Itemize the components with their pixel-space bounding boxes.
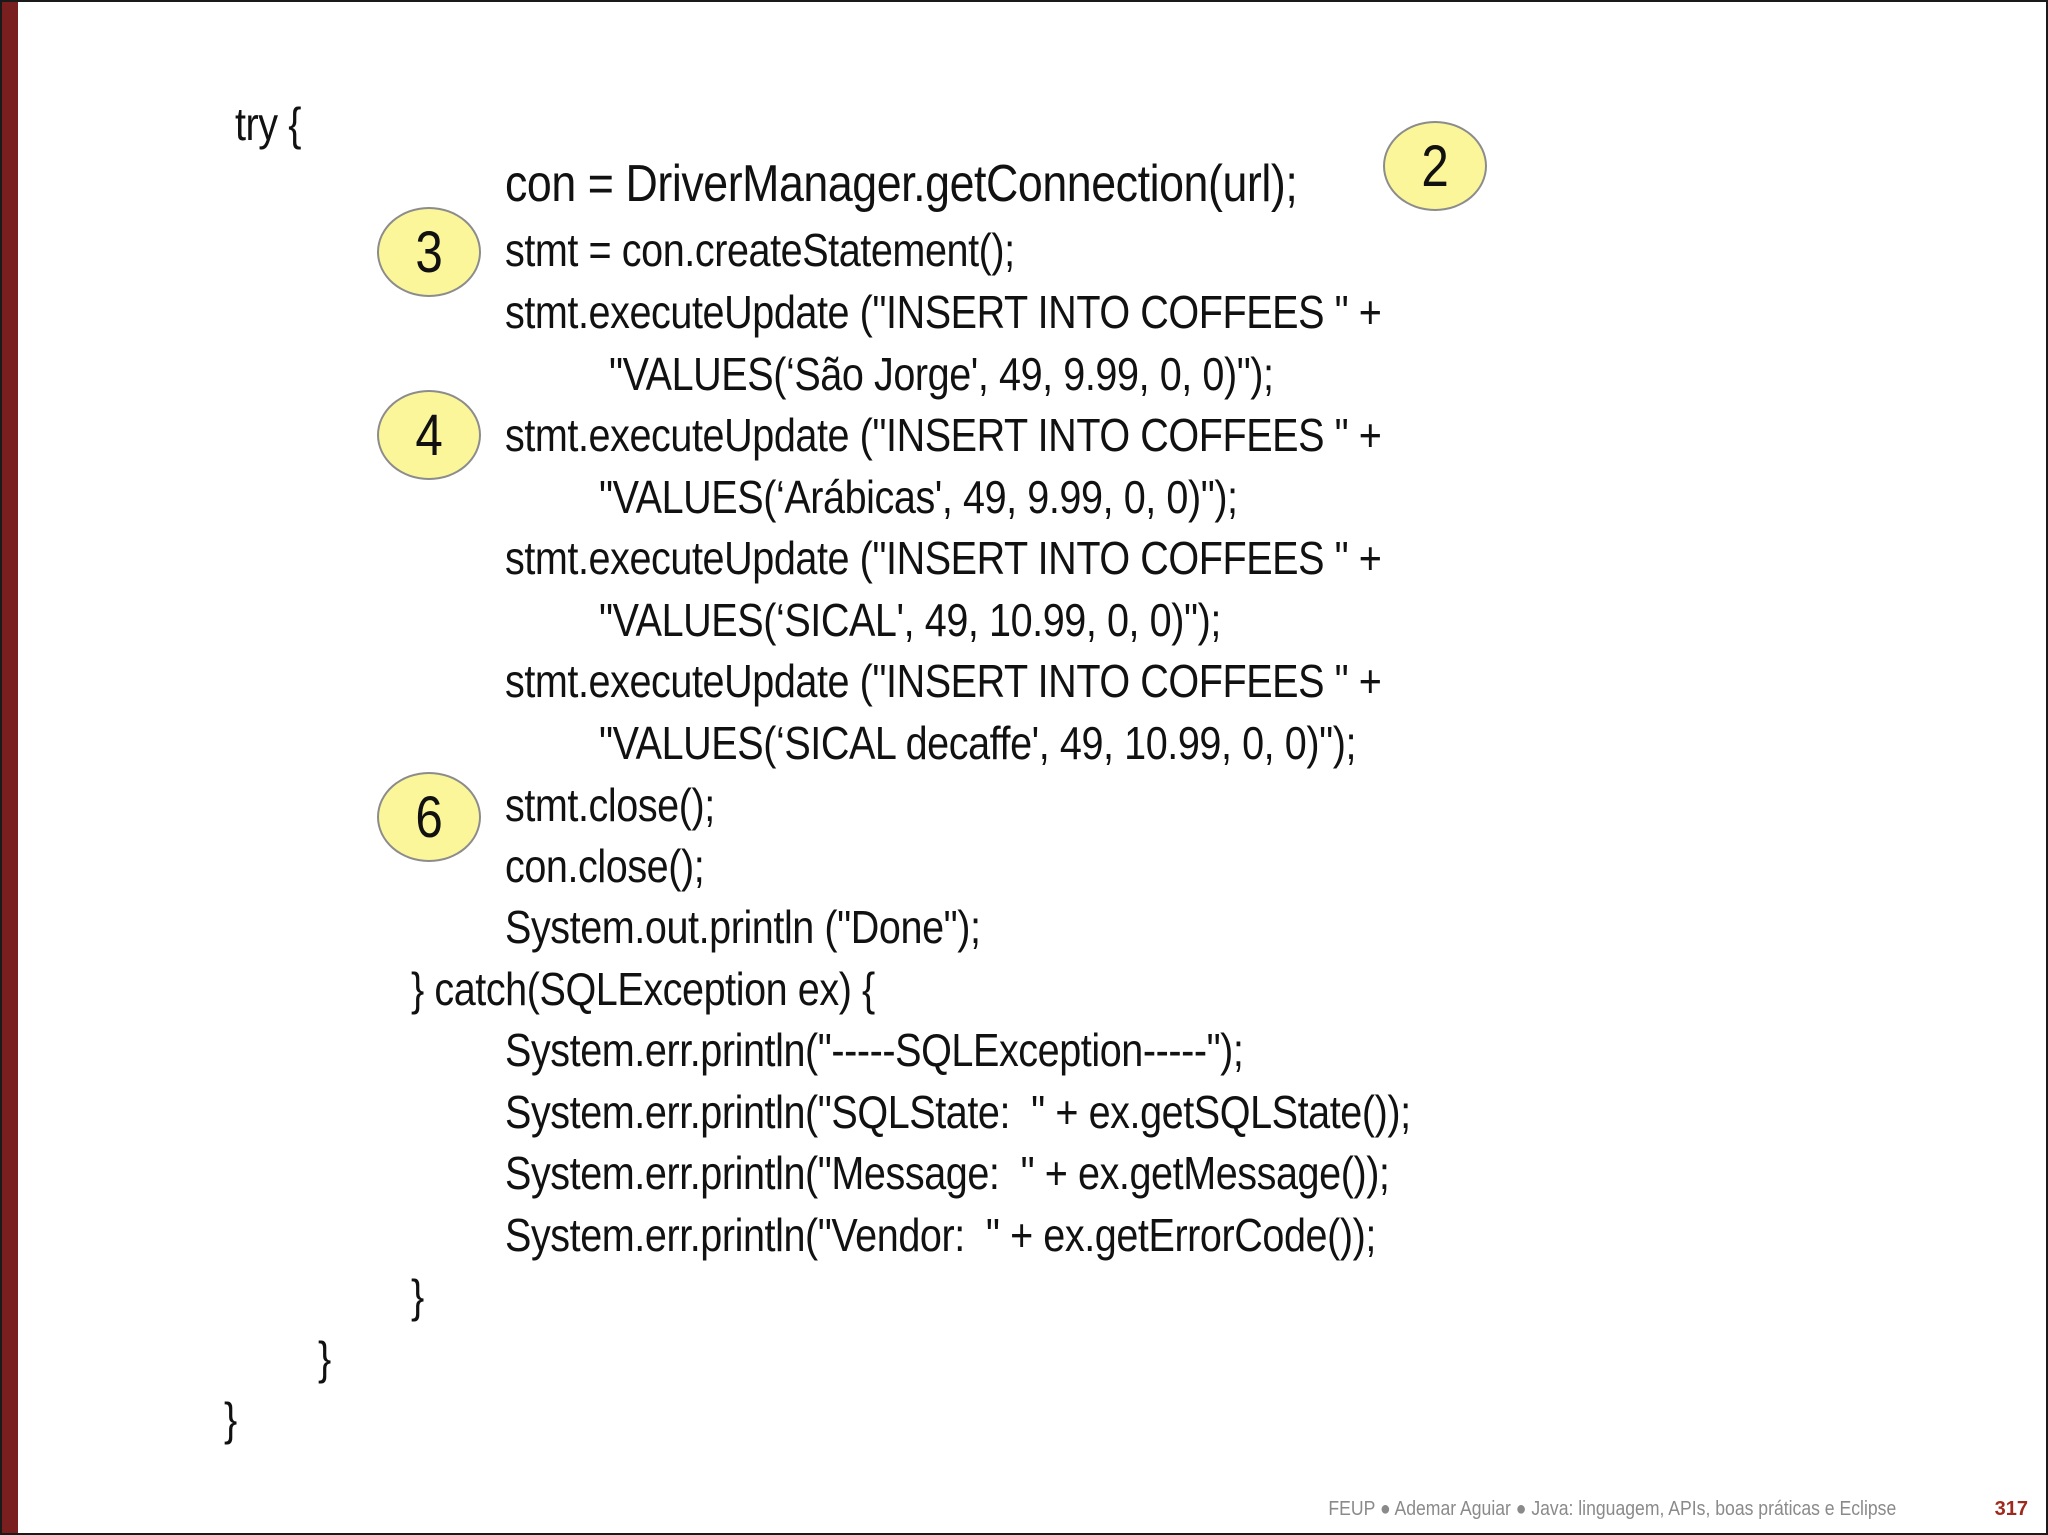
code-line-stmt-close: stmt.close();	[505, 779, 715, 831]
slide-footer: FEUP ● Ademar Aguiar ● Java: linguagem, …	[1328, 1498, 1896, 1520]
code-line-close-block: }	[318, 1332, 331, 1384]
code-line-con-close: con.close();	[505, 840, 705, 892]
code-line-insert-1a: stmt.executeUpdate ("INSERT INTO COFFEES…	[505, 286, 1382, 338]
code-line-insert-2a: stmt.executeUpdate ("INSERT INTO COFFEES…	[505, 409, 1382, 461]
code-line-err-header: System.err.println("-----SQLException---…	[505, 1024, 1244, 1076]
code-line-insert-4a: stmt.executeUpdate ("INSERT INTO COFFEES…	[505, 655, 1382, 707]
code-line-insert-3b: "VALUES(‘SICAL', 49, 10.99, 0, 0)");	[599, 594, 1221, 646]
code-line-catch: } catch(SQLException ex) {	[411, 963, 875, 1015]
code-line-println-done: System.out.println ("Done");	[505, 901, 981, 953]
code-line-insert-1b: "VALUES(‘São Jorge', 49, 9.99, 0, 0)");	[609, 348, 1274, 400]
page-number: 317	[1994, 1498, 2028, 1520]
code-line-insert-4b: "VALUES(‘SICAL decaffe', 49, 10.99, 0, 0…	[599, 717, 1357, 769]
code-line-close-outer: }	[224, 1393, 237, 1445]
code-line-get-connection: con = DriverManager.getConnection(url);	[505, 155, 1298, 213]
slide-accent-bar	[2, 2, 18, 1533]
code-line-insert-2b: "VALUES(‘Arábicas', 49, 9.99, 0, 0)");	[599, 471, 1238, 523]
step-badge-3: 3	[377, 207, 481, 297]
step-badge-2: 2	[1383, 121, 1487, 211]
code-line-try: try {	[235, 98, 302, 150]
code-line-create-statement: stmt = con.createStatement();	[505, 224, 1015, 276]
code-line-close-catch: }	[411, 1270, 424, 1322]
code-line-err-vendor: System.err.println("Vendor: " + ex.getEr…	[505, 1209, 1376, 1261]
code-line-err-message: System.err.println("Message: " + ex.getM…	[505, 1147, 1390, 1199]
step-badge-4: 4	[377, 390, 481, 480]
code-line-insert-3a: stmt.executeUpdate ("INSERT INTO COFFEES…	[505, 532, 1382, 584]
code-line-err-sqlstate: System.err.println("SQLState: " + ex.get…	[505, 1086, 1411, 1138]
step-badge-6: 6	[377, 772, 481, 862]
